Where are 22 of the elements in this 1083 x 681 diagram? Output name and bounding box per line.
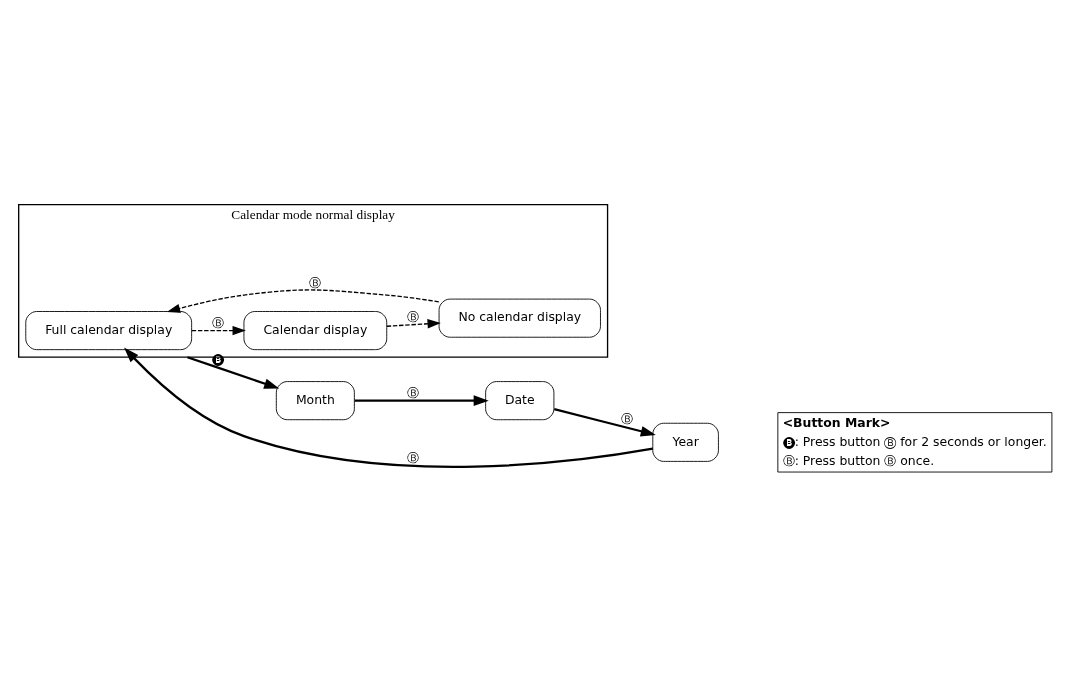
node-box: Calendar display bbox=[243, 310, 388, 350]
arrow bbox=[553, 407, 656, 436]
edge-label: Ⓑ bbox=[406, 384, 419, 400]
node-box: Month bbox=[275, 380, 355, 420]
arrow bbox=[354, 394, 489, 406]
node-box: Date bbox=[485, 380, 555, 420]
node-box: No calendar display bbox=[438, 298, 601, 338]
label: <Button Mark> bbox=[782, 414, 891, 430]
label: 🅑: Press button Ⓑ for 2 seconds or longer. bbox=[782, 433, 1047, 449]
label: Ⓑ: Press button Ⓑ once. bbox=[782, 452, 935, 468]
arrow bbox=[124, 347, 653, 468]
arrow bbox=[166, 288, 440, 313]
arrow bbox=[386, 318, 441, 328]
edge-label: Ⓑ bbox=[211, 314, 224, 330]
node-box: Year bbox=[652, 422, 719, 462]
edge-label: Ⓑ bbox=[309, 274, 322, 290]
node-box: Full calendar display bbox=[25, 310, 193, 350]
edge-label: Ⓑ bbox=[620, 410, 633, 426]
edge-label: Ⓑ bbox=[406, 308, 419, 324]
edge-label: Ⓑ bbox=[406, 449, 419, 465]
arrow bbox=[187, 355, 280, 389]
arrow bbox=[191, 325, 246, 335]
